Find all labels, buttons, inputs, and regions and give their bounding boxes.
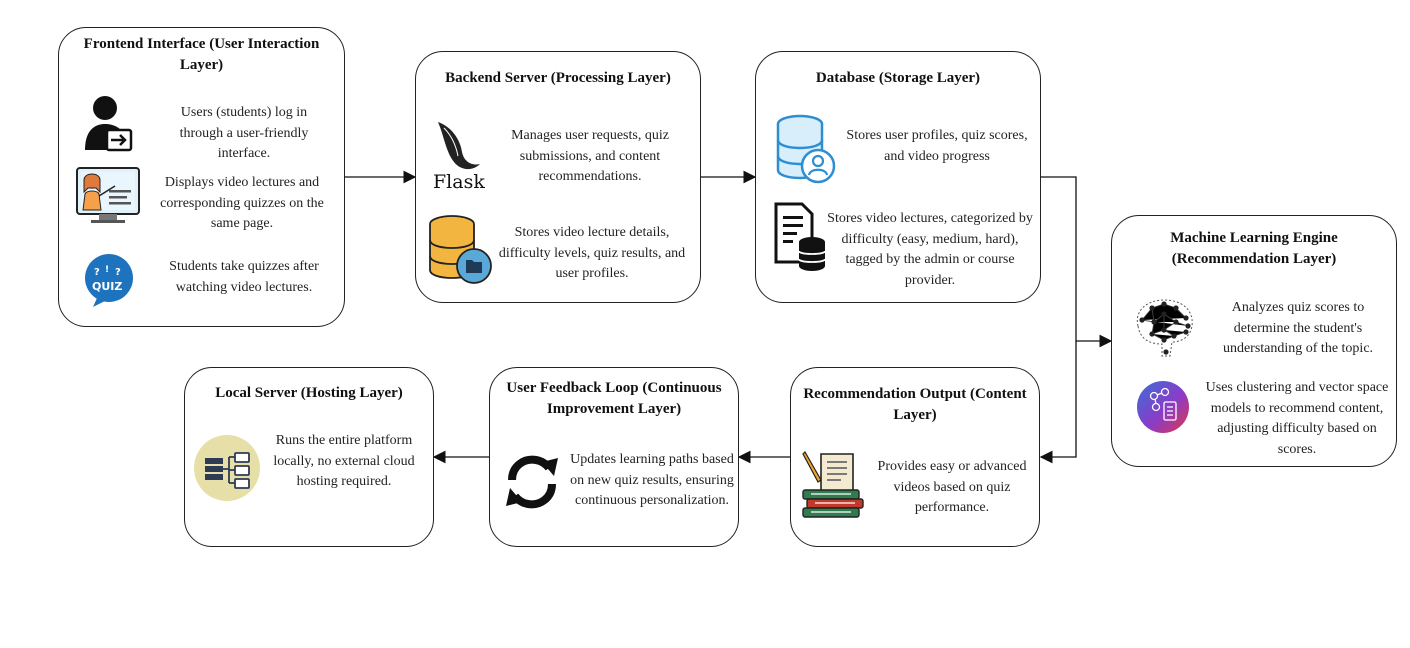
database-folder-icon <box>424 214 494 291</box>
frontend-box: Frontend Interface (User Interaction Lay… <box>58 27 345 327</box>
server-network-icon <box>193 432 261 507</box>
svg-text:!: ! <box>105 265 109 275</box>
database-box: Database (Storage Layer) Stores user pro… <box>755 51 1041 303</box>
svg-text:?: ? <box>94 267 100 278</box>
user-login-icon <box>81 94 133 157</box>
database-title: Database (Storage Layer) <box>815 70 981 86</box>
recommendation-item: Provides easy or advanced videos based o… <box>877 459 1027 515</box>
database-item-profiles: Stores user profiles, quiz scores, and v… <box>846 128 1028 164</box>
database-item-lectures: Stores video lectures, categorized by di… <box>827 211 1033 288</box>
arrow-ml-to-recommendation <box>1039 341 1077 464</box>
flask-logo-icon: Flask <box>430 116 486 197</box>
books-document-icon <box>801 450 867 527</box>
backend-item-stores: Stores video lecture details, difficulty… <box>498 225 686 281</box>
clustering-model-icon <box>1134 378 1192 441</box>
neural-brain-icon <box>1130 296 1198 367</box>
feedback-item: Updates learning paths based on new quiz… <box>570 452 734 508</box>
ml-item-clustering: Uses clustering and vector space models … <box>1205 380 1389 457</box>
quiz-icon-text: QUIZ <box>92 280 122 293</box>
local-server-title: Local Server (Hosting Layer) <box>215 385 403 401</box>
backend-box: Backend Server (Processing Layer) Flask … <box>415 51 701 303</box>
recommendation-box: Recommendation Output (Content Layer) Pr… <box>790 367 1040 547</box>
local-server-item: Runs the entire platform locally, no ext… <box>273 433 415 489</box>
backend-item-requests: Manages user requests, quiz submissions,… <box>511 128 669 184</box>
quiz-icon: ? ! ? QUIZ <box>83 252 135 313</box>
frontend-item-quiz: Students take quizzes after watching vid… <box>169 259 319 295</box>
refresh-icon <box>502 450 562 519</box>
frontend-title: Frontend Interface (User Interaction Lay… <box>83 36 320 73</box>
ml-engine-box: Machine Learning Engine (Recommendation … <box>1111 215 1397 467</box>
svg-text:?: ? <box>115 267 121 278</box>
feedback-title: User Feedback Loop (Continuous Improveme… <box>506 380 722 417</box>
frontend-item-login: Users (students) log in through a user-f… <box>179 105 309 161</box>
arrow-database-to-ml <box>1040 176 1113 348</box>
user-database-icon <box>774 114 838 191</box>
ml-engine-title: Machine Learning Engine (Recommendation … <box>1170 230 1338 267</box>
video-lecture-icon <box>75 166 141 229</box>
local-server-box: Local Server (Hosting Layer) Runs the en… <box>184 367 434 547</box>
recommendation-title: Recommendation Output (Content Layer) <box>803 386 1027 423</box>
backend-title: Backend Server (Processing Layer) <box>445 70 671 86</box>
document-database-icon <box>772 202 828 277</box>
ml-item-analyzes: Analyzes quiz scores to determine the st… <box>1222 300 1374 356</box>
flask-label: Flask <box>433 171 485 192</box>
frontend-item-video: Displays video lectures and correspondin… <box>160 175 324 231</box>
feedback-box: User Feedback Loop (Continuous Improveme… <box>489 367 739 547</box>
